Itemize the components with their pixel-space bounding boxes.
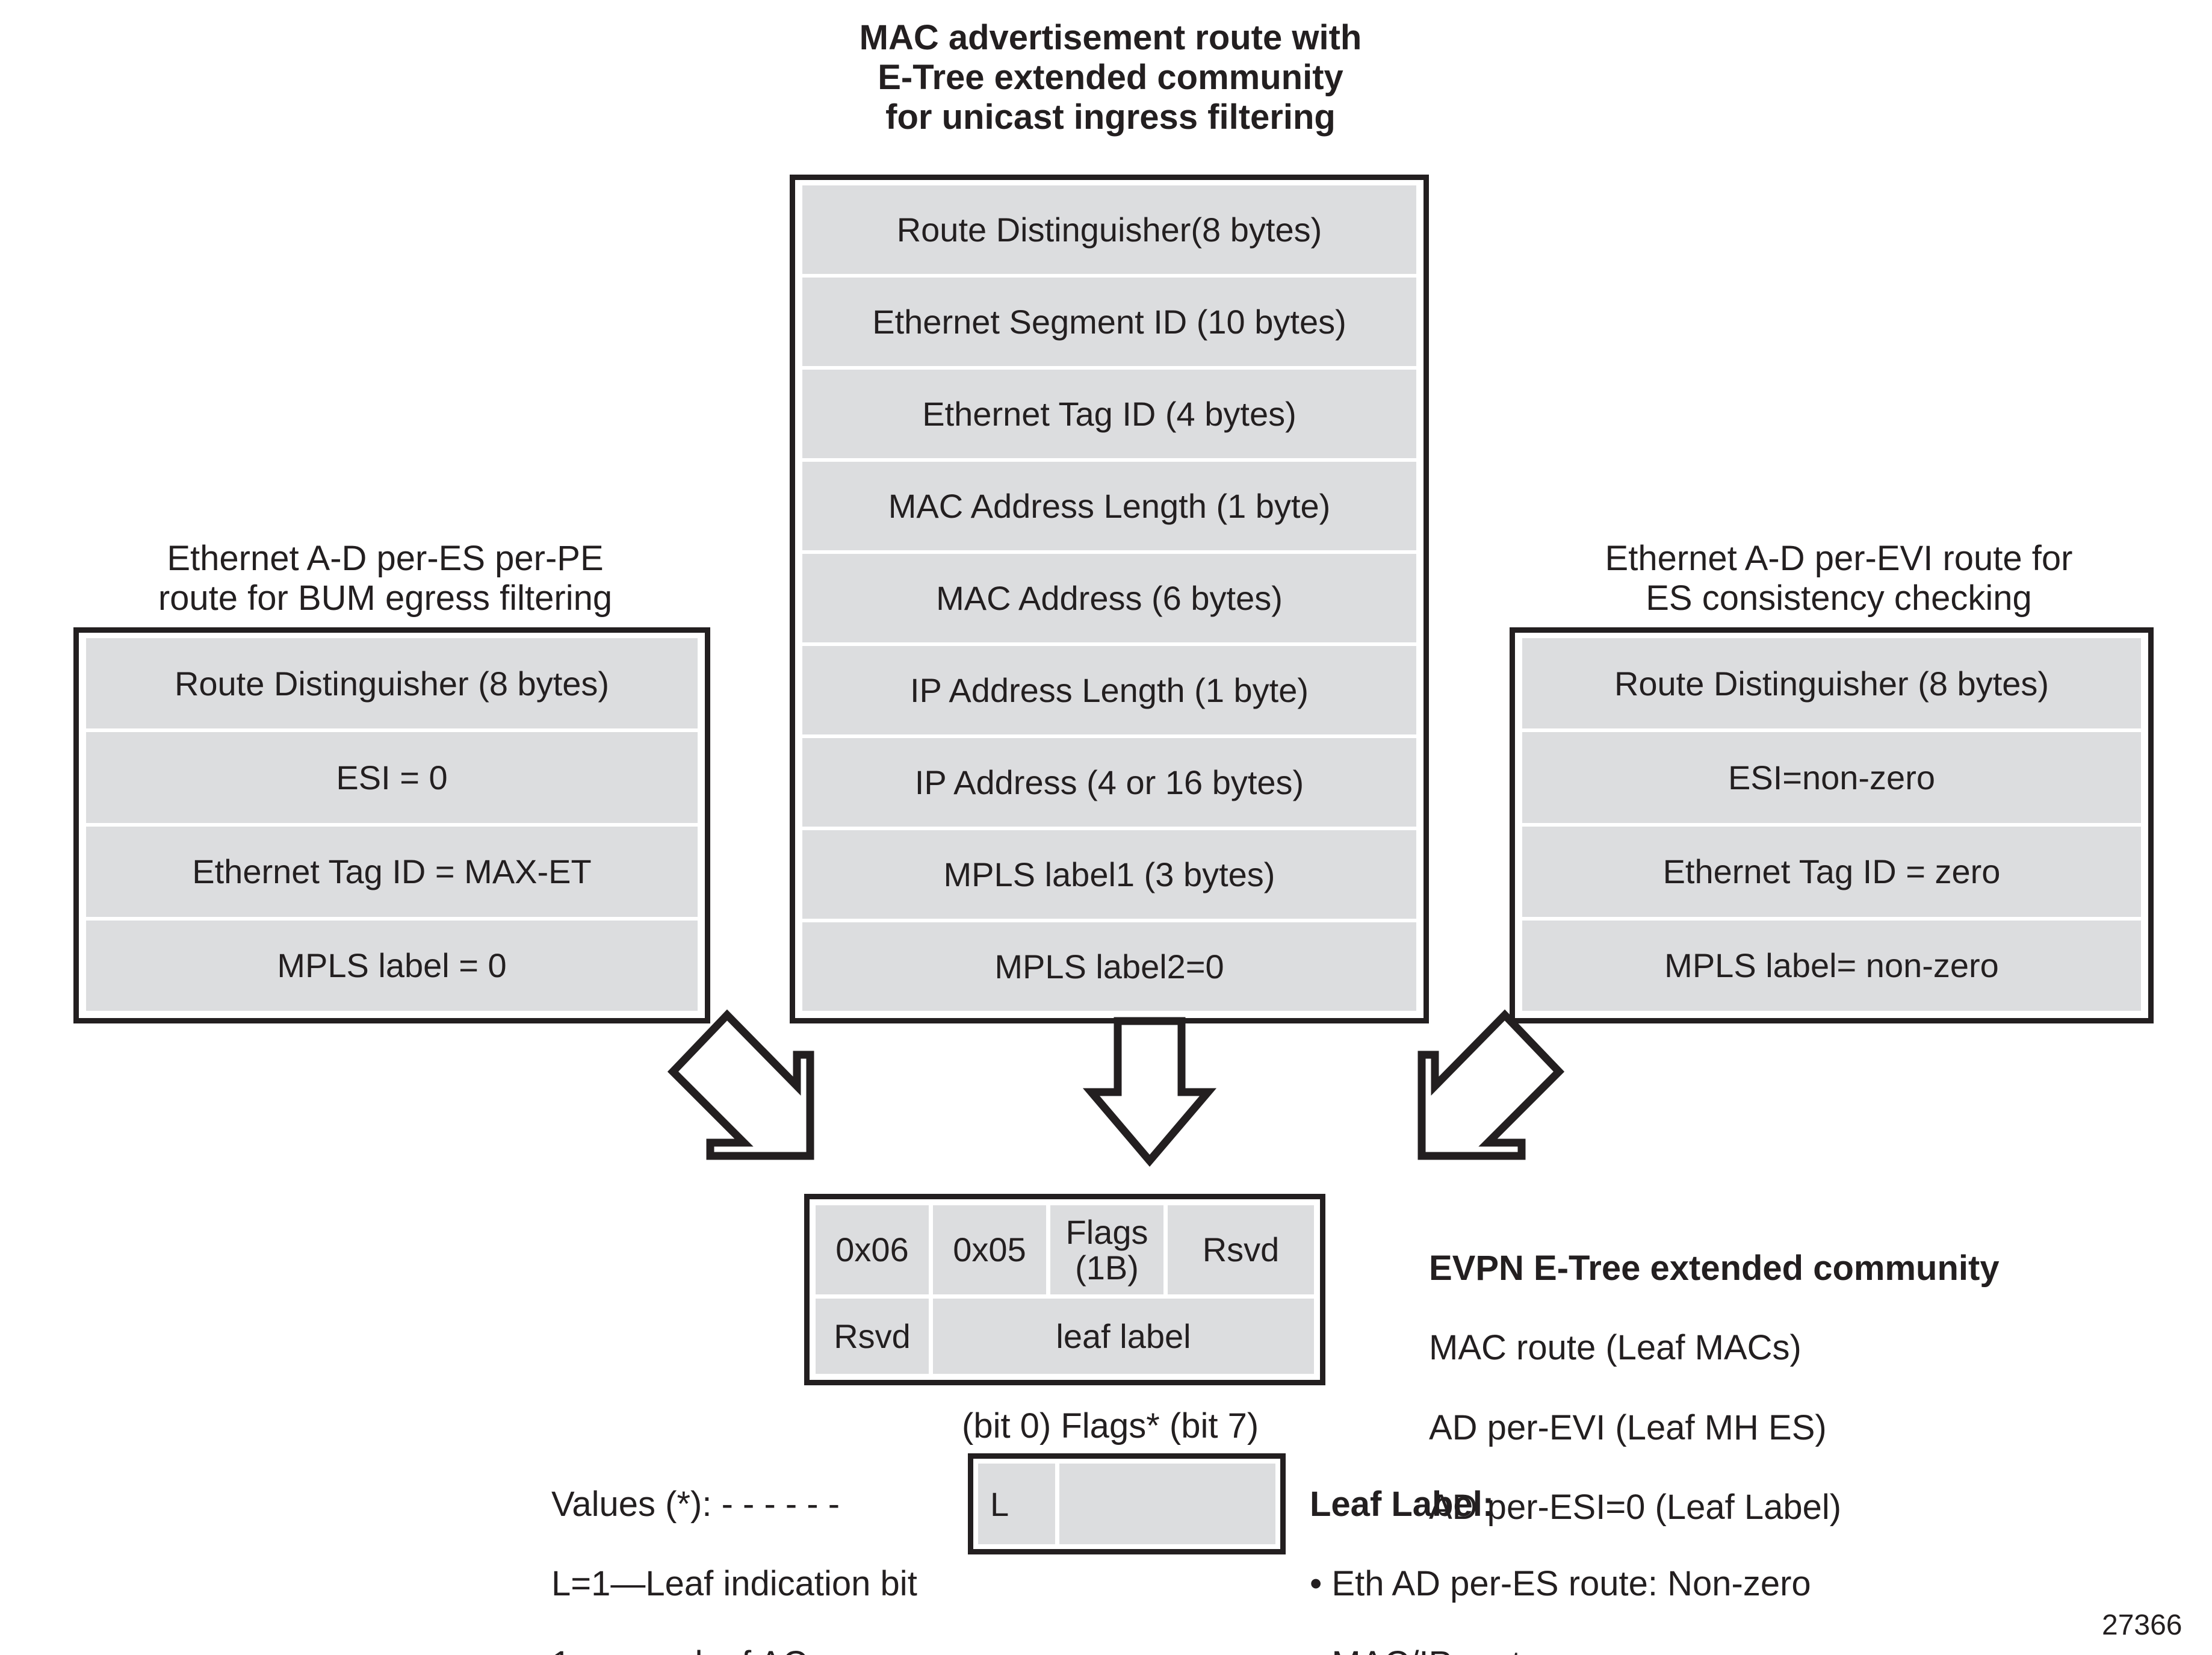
table-row: Ethernet Tag ID (4 bytes) bbox=[802, 370, 1416, 458]
flags-bit-0-cell: L bbox=[978, 1464, 1055, 1544]
table-row: MAC Address (6 bytes) bbox=[802, 554, 1416, 642]
left-table-title: Ethernet A-D per-ES per-PE route for BUM… bbox=[158, 539, 613, 618]
table-row: MPLS label2=0 bbox=[802, 922, 1416, 1011]
ethernet-ad-per-es-per-pe-route-table: Route Distinguisher (8 bytes) ESI = 0 Et… bbox=[73, 627, 710, 1023]
table-row: IP Address Length (1 byte) bbox=[802, 646, 1416, 734]
evpn-etree-extended-community-table: 0x06 0x05 Flags (1B) Rsvd Rsvd leaf labe… bbox=[804, 1194, 1325, 1385]
community-legend-line-1: MAC route (Leaf MACs) bbox=[1429, 1328, 1802, 1368]
leaf-label-note-bullet-1: • Eth AD per-ES route: Non-zero bbox=[1310, 1564, 1811, 1604]
community-cell-subtype: 0x05 bbox=[933, 1205, 1046, 1294]
community-legend-line-2: AD per-EVI (Leaf MH ES) bbox=[1429, 1408, 1827, 1447]
values-note-line-2: L=1—Leaf indication bit bbox=[551, 1564, 917, 1604]
community-cell-rsvd-1: Rsvd bbox=[1168, 1205, 1314, 1294]
table-row: MPLS label1 (3 bytes) bbox=[802, 830, 1416, 919]
community-cell-leaf-label: leaf label bbox=[933, 1299, 1314, 1374]
leaf-label-note: Leaf Label: • Eth AD per-ES route: Non-z… bbox=[1310, 1445, 2032, 1655]
table-row: Route Distinguisher (8 bytes) bbox=[86, 638, 698, 729]
table-row: ESI = 0 bbox=[86, 732, 698, 823]
table-row: IP Address (4 or 16 bytes) bbox=[802, 738, 1416, 827]
leaf-label-note-heading: Leaf Label: bbox=[1310, 1485, 1495, 1524]
table-row: Route Distinguisher(8 bytes) bbox=[802, 185, 1416, 274]
leaf-label-note-bullet-2: • MAC/IP route: zero bbox=[1310, 1644, 2032, 1655]
arrow-down-left-icon bbox=[1417, 1009, 1565, 1160]
community-legend-heading: EVPN E-Tree extended community bbox=[1429, 1249, 2000, 1288]
ethernet-ad-per-evi-route-table: Route Distinguisher (8 bytes) ESI=non-ze… bbox=[1510, 627, 2154, 1023]
table-row: Route Distinguisher (8 bytes) bbox=[1522, 638, 2141, 729]
community-cell-type: 0x06 bbox=[816, 1205, 929, 1294]
arrow-down-icon bbox=[1082, 1017, 1217, 1167]
table-row: Ethernet Tag ID = zero bbox=[1522, 826, 2141, 917]
table-row: Ethernet Tag ID = MAX-ET bbox=[86, 826, 698, 917]
community-cell-rsvd-2: Rsvd bbox=[816, 1299, 929, 1374]
table-row: MPLS label= non-zero bbox=[1522, 920, 2141, 1011]
table-row: ESI=non-zero bbox=[1522, 732, 2141, 823]
mac-advertisement-route-table: Route Distinguisher(8 bytes) Ethernet Se… bbox=[790, 175, 1429, 1023]
flags-bit-box: L bbox=[968, 1453, 1286, 1554]
community-legend: EVPN E-Tree extended community MAC route… bbox=[1429, 1209, 2121, 1567]
community-legend-line-3: AD per-ESI=0 (Leaf Label) bbox=[1429, 1487, 1842, 1527]
arrow-down-right-icon bbox=[667, 1009, 814, 1160]
community-cell-flags: Flags (1B) bbox=[1050, 1205, 1163, 1294]
values-note-line-1: Values (*): - - - - - - bbox=[551, 1485, 840, 1524]
center-table-title: MAC advertisement route with E-Tree exte… bbox=[859, 18, 1362, 137]
figure-number: 27366 bbox=[2102, 1609, 2183, 1641]
values-note-line-3: 1 means leaf AC bbox=[551, 1644, 973, 1655]
right-table-title: Ethernet A-D per-EVI route for ES consis… bbox=[1605, 539, 2073, 618]
table-row: MPLS label = 0 bbox=[86, 920, 698, 1011]
table-row: MAC Address Length (1 byte) bbox=[802, 462, 1416, 550]
table-row: Ethernet Segment ID (10 bytes) bbox=[802, 278, 1416, 366]
flags-bits-1-7-cell bbox=[1059, 1464, 1275, 1544]
flags-bit-axis-label: (bit 0) Flags* (bit 7) bbox=[962, 1406, 1259, 1445]
values-note: Values (*): - - - - - - L=1—Leaf indicat… bbox=[551, 1445, 973, 1655]
